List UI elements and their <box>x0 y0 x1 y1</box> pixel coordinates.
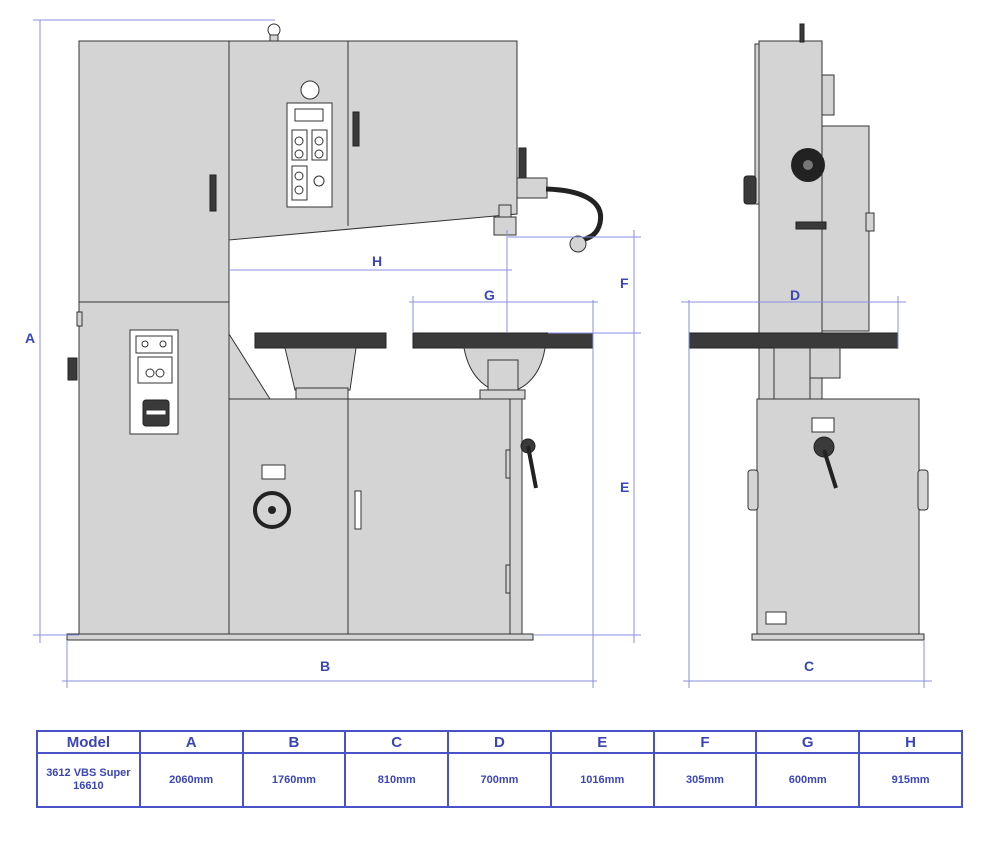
cell-c: 810mm <box>344 752 450 808</box>
table-header-row: Model A B C D E F G H <box>36 730 963 754</box>
cell-e: 1016mm <box>549 752 655 808</box>
work-light-icon <box>569 235 587 253</box>
dim-label-d: D <box>790 287 800 303</box>
header-f: F <box>652 730 758 754</box>
side-lever-knob <box>813 436 835 458</box>
header-b: B <box>241 730 347 754</box>
cell-b: 1760mm <box>241 752 347 808</box>
side-lift-handle <box>799 23 805 43</box>
cell-model: 3612 VBS Super 16610 <box>36 752 141 808</box>
header-e: E <box>549 730 655 754</box>
dimension-labels: A B C D E F G H <box>25 253 814 674</box>
dim-label-g: G <box>484 287 495 303</box>
dimension-lines <box>33 19 932 688</box>
dim-label-a: A <box>25 330 35 346</box>
lifting-eye <box>267 23 281 37</box>
cell-g: 600mm <box>755 752 861 808</box>
left-trunnion <box>284 347 357 391</box>
side-wheel-cover <box>821 125 870 332</box>
front-label-plate <box>261 464 286 480</box>
ce-mark <box>300 80 320 100</box>
dimensions-table: Model A B C D E F G H 3612 VBS Super 166… <box>36 730 963 808</box>
lower-throat <box>228 332 271 400</box>
base-plate <box>66 633 534 641</box>
tilt-handwheel <box>253 491 291 529</box>
side-table-top <box>688 332 899 349</box>
front-table-right <box>412 332 594 349</box>
column-door-handle <box>209 174 217 212</box>
dim-label-b: B <box>320 658 330 674</box>
work-light-arm <box>545 186 604 243</box>
cell-d: 700mm <box>447 752 552 808</box>
front-view <box>66 23 604 641</box>
side-label-plate <box>811 417 835 433</box>
cell-h: 915mm <box>858 752 963 808</box>
table-row: 3612 VBS Super 16610 2060mm 1760mm 810mm… <box>36 752 963 808</box>
header-c: C <box>344 730 450 754</box>
header-h: H <box>858 730 963 754</box>
side-view <box>688 23 929 641</box>
header-d: D <box>447 730 552 754</box>
dim-label-f: F <box>620 275 629 291</box>
header-a: A <box>138 730 244 754</box>
cell-a: 2060mm <box>138 752 244 808</box>
bandsaw-technical-drawing: .m { fill:#d4d4d4; stroke:#333; stroke-w… <box>25 19 932 688</box>
dim-label-c: C <box>804 658 814 674</box>
cell-f: 305mm <box>652 752 758 808</box>
side-base-cabinet <box>756 398 920 635</box>
front-table-left <box>254 332 387 349</box>
upper-wheel-housing <box>228 40 518 241</box>
header-model: Model <box>36 730 141 754</box>
housing-door-handle <box>352 111 360 147</box>
header-g: G <box>755 730 861 754</box>
cabinet-door-handle <box>354 490 362 530</box>
dim-label-e: E <box>620 479 629 495</box>
dim-label-h: H <box>372 253 382 269</box>
base-cabinet <box>228 398 523 635</box>
